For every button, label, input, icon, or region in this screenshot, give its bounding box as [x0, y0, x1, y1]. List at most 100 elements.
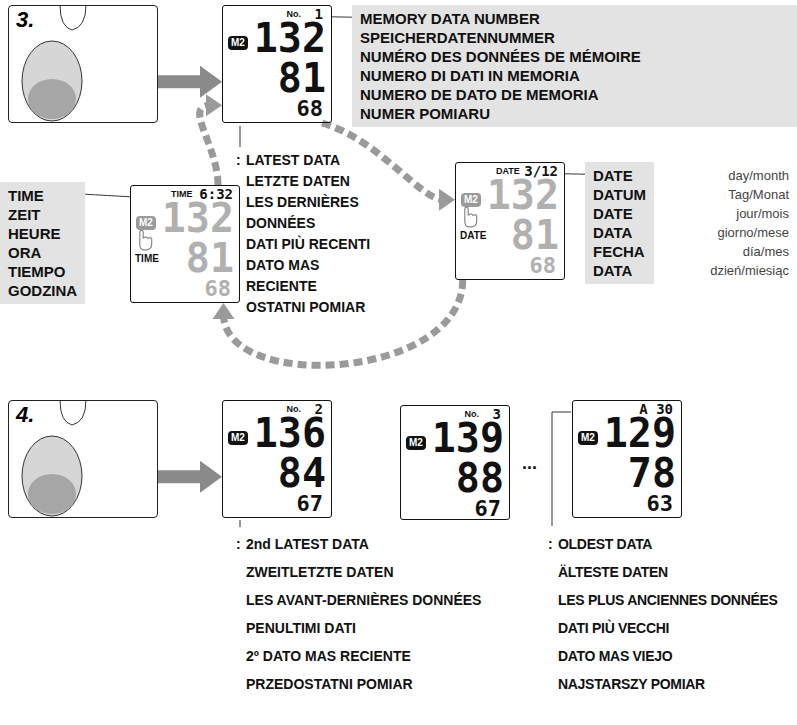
language-term: DATE: [593, 204, 646, 223]
user-badge: M2: [406, 436, 426, 450]
caption-text: jour/mois: [710, 204, 789, 223]
caption-text: DATI PIÙ VECCHI: [558, 614, 794, 642]
language-term: DATE: [593, 166, 646, 185]
language-term: FECHA: [593, 242, 646, 261]
language-term: DATA: [593, 261, 646, 280]
caption-text: LES DERNIÈRES DONNÉES: [246, 192, 391, 234]
label-group: LATEST DATALETZTE DATENLES DERNIÈRES DON…: [246, 150, 391, 318]
lcd-screen: No.2M21368467: [222, 400, 332, 518]
leader-colon: :: [548, 530, 553, 558]
language-term: ORA: [8, 243, 77, 262]
caption-text: PRZEDOSTATNI POMIAR: [246, 670, 516, 698]
language-term: DATUM: [593, 185, 646, 204]
user-badge: M2: [228, 431, 248, 445]
mode-side-label: DATE: [460, 231, 486, 241]
caption-text: DATI PIÙ RECENTI: [246, 234, 391, 255]
leader-colon: :: [236, 530, 241, 558]
systolic-reading: 132: [162, 198, 234, 238]
systolic-reading: 139: [432, 418, 504, 458]
leader-line: [332, 16, 352, 17]
caption-text: Tag/Monat: [710, 185, 789, 204]
caption-text: DATO MAS VIEJO: [558, 642, 794, 670]
lcd-screen: A 30M21297863: [572, 400, 682, 518]
step-number: 3.: [16, 9, 34, 31]
leader-line: [552, 412, 571, 526]
pulse-reading: 68: [205, 278, 232, 300]
diastolic-reading: 88: [456, 458, 504, 498]
user-badge: M2: [461, 193, 481, 207]
lcd-screen: DATE3/12M2DATE1328168: [455, 162, 565, 280]
language-term: MEMORY DATA NUMBER: [360, 9, 789, 28]
label-group: OLDEST DATAÄLTESTE DATENLES PLUS ANCIENN…: [558, 530, 794, 698]
diastolic-reading: 81: [186, 238, 234, 278]
systolic-reading: 129: [604, 413, 676, 453]
arrowhead: [206, 94, 222, 116]
label-group: 2nd LATEST DATAZWEITLETZTE DATENLES AVAN…: [246, 530, 516, 698]
user-badge: M2: [136, 216, 156, 230]
arrowhead: [200, 461, 222, 493]
language-term: DATA: [593, 223, 646, 242]
label-group: :: [236, 150, 241, 171]
hand-icon: [465, 207, 477, 227]
diastolic-reading: 84: [278, 453, 326, 493]
caption-text: OSTATNI POMIAR: [246, 297, 391, 318]
language-term: TIME: [8, 186, 77, 205]
leader-line: [240, 520, 241, 527]
diastolic-reading: 81: [278, 58, 326, 98]
arrowhead: [200, 66, 222, 98]
label-group: day/monthTag/Monatjour/moisgiorno/mesedí…: [710, 166, 789, 280]
leader-line: [240, 126, 241, 147]
language-term: NUMERO DI DATI IN MEMORIA: [360, 66, 789, 85]
language-term: NUMÉRO DES DONNÉES DE MÉMOIRE: [360, 47, 789, 66]
lcd-screen: No.1M21328168: [222, 5, 332, 123]
caption-text: ZWEITLETZTE DATEN: [246, 558, 516, 586]
language-term: TIEMPO: [8, 262, 77, 281]
step-number: 4.: [16, 404, 34, 426]
language-term: NUMERO DE DATO DE MEMORIA: [360, 85, 789, 104]
caption-text: NAJSTARSZY POMIAR: [558, 670, 794, 698]
lcd-screen: TIME6:32M2TIME1328168: [130, 185, 240, 303]
leader-line: [565, 173, 585, 174]
language-term: NUMER POMIARU: [360, 104, 789, 123]
leader-line: [85, 194, 130, 197]
caption-text: DATO MAS RECIENTE: [246, 255, 391, 297]
caption-text: 2nd LATEST DATA: [246, 530, 516, 558]
label-panel: MEMORY DATA NUMBERSPEICHERDATENNUMMERNUM…: [352, 5, 797, 127]
label-group: :: [548, 530, 553, 558]
caption-text: ...: [522, 452, 537, 474]
language-term: HEURE: [8, 224, 77, 243]
language-term: GODZINA: [8, 281, 77, 300]
cycle-arrow: [200, 105, 218, 185]
caption-text: 2º DATO MAS RECIENTE: [246, 642, 516, 670]
caption-text: ÄLTESTE DATEN: [558, 558, 794, 586]
pulse-reading: 67: [297, 493, 324, 515]
caption-text: PENULTIMI DATI: [246, 614, 516, 642]
systolic-reading: 132: [487, 175, 559, 215]
label-panel: DATEDATUMDATEDATAFECHADATA: [585, 162, 654, 284]
arrowhead: [213, 303, 235, 319]
caption-text: OLDEST DATA: [558, 530, 794, 558]
pulse-reading: 68: [530, 255, 557, 277]
pulse-reading: 67: [475, 498, 502, 520]
pulse-reading: 68: [297, 98, 324, 120]
caption-text: LETZTE DATEN: [246, 171, 391, 192]
language-term: ZEIT: [8, 205, 77, 224]
caption-text: day/month: [710, 166, 789, 185]
caption-text: giorno/mese: [710, 223, 789, 242]
systolic-reading: 136: [254, 413, 326, 453]
user-badge: M2: [228, 36, 248, 50]
label-group: :: [236, 530, 241, 558]
arrowhead: [439, 189, 455, 211]
diastolic-reading: 78: [628, 453, 676, 493]
user-badge: M2: [578, 431, 598, 445]
caption-text: LES PLUS ANCIENNES DONNÉES: [558, 586, 794, 614]
caption-text: LES AVANT-DERNIÈRES DONNÉES: [246, 586, 516, 614]
hand-icon: [140, 230, 152, 250]
step-panel: 3.: [8, 5, 158, 123]
systolic-reading: 132: [254, 18, 326, 58]
label-panel: TIMEZEITHEUREORATIEMPOGODZINA: [0, 182, 85, 304]
diastolic-reading: 81: [511, 215, 559, 255]
caption-text: LATEST DATA: [246, 150, 391, 171]
label-group: ...: [522, 452, 537, 474]
